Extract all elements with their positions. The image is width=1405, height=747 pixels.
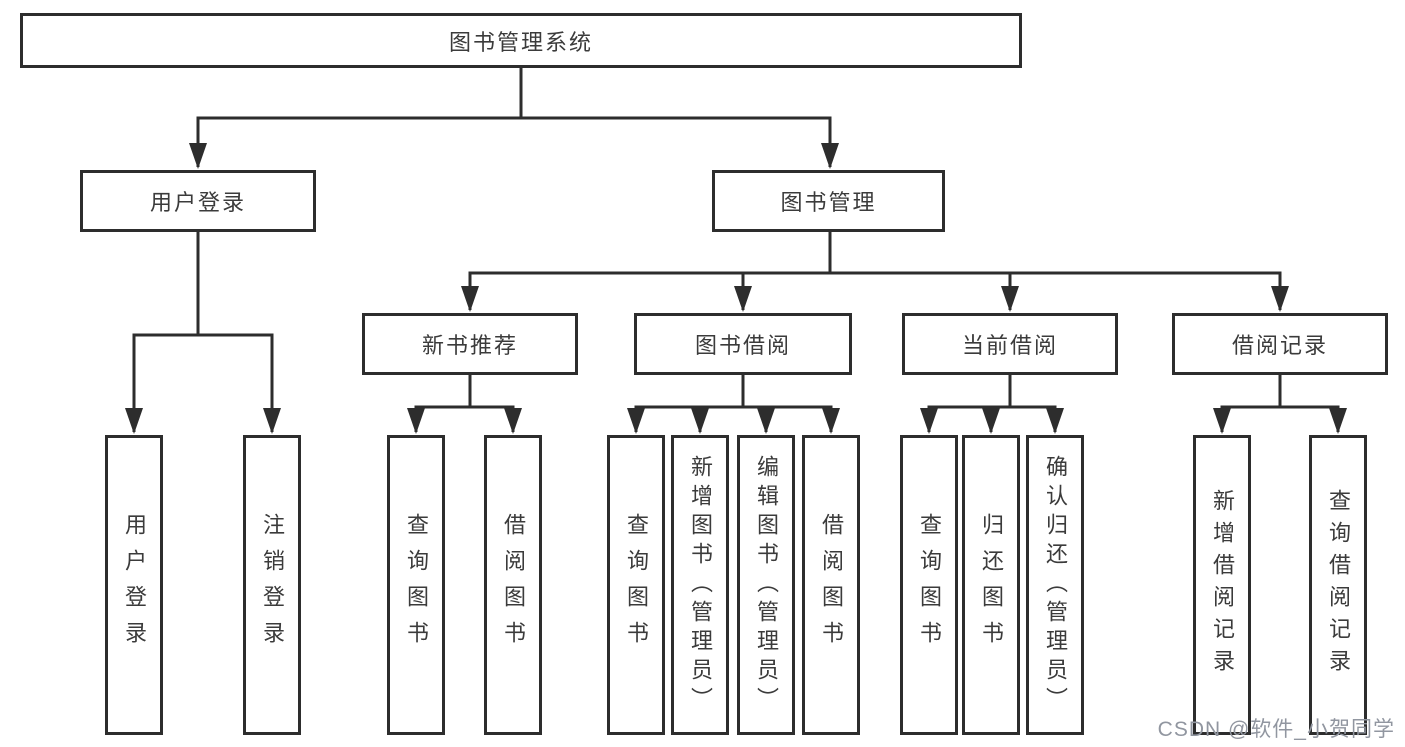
connector-bus — [132, 66, 1340, 409]
leaf-query-books-1: 查询图书 — [387, 435, 445, 735]
node-new-book-recommend: 新书推荐 — [362, 313, 578, 375]
node-book-borrow-label: 图书借阅 — [694, 333, 791, 358]
leaf-add-book-admin-label: 新增图书（管理员） — [688, 454, 713, 716]
watermark: CSDN @软件_小贺同学 — [1157, 718, 1395, 741]
node-user-login: 用户登录 — [80, 170, 316, 232]
leaf-user-login-label: 用户登录 — [122, 513, 147, 657]
leaf-query-books-2: 查询图书 — [607, 435, 665, 735]
node-borrow-records-label: 借阅记录 — [1231, 333, 1328, 358]
leaf-confirm-return-admin-label: 确认归还（管理员） — [1043, 454, 1068, 716]
leaf-borrow-books-1-label: 借阅图书 — [501, 513, 526, 657]
node-new-book-recommend-label: 新书推荐 — [421, 333, 518, 358]
leaf-query-books-3: 查询图书 — [900, 435, 958, 735]
leaf-query-borrow-record: 查询借阅记录 — [1309, 435, 1367, 735]
leaf-query-books-3-label: 查询图书 — [917, 513, 942, 657]
node-book-borrow: 图书借阅 — [634, 313, 852, 375]
leaf-return-book: 归还图书 — [962, 435, 1020, 735]
node-borrow-records: 借阅记录 — [1172, 313, 1388, 375]
leaf-user-login: 用户登录 — [105, 435, 163, 735]
node-book-management: 图书管理 — [712, 170, 945, 232]
leaf-borrow-books-1: 借阅图书 — [484, 435, 542, 735]
leaf-borrow-books-2-label: 借阅图书 — [819, 513, 844, 657]
node-book-management-label: 图书管理 — [780, 190, 877, 215]
leaf-edit-book-admin-label: 编辑图书（管理员） — [754, 454, 779, 716]
node-current-borrow-label: 当前借阅 — [961, 333, 1058, 358]
leaf-query-books-1-label: 查询图书 — [404, 513, 429, 657]
leaf-add-borrow-record-label: 新增借阅记录 — [1210, 489, 1235, 681]
node-root: 图书管理系统 — [20, 13, 1022, 68]
leaf-logout-label: 注销登录 — [260, 513, 285, 657]
leaf-query-borrow-record-label: 查询借阅记录 — [1326, 489, 1351, 681]
leaf-add-borrow-record: 新增借阅记录 — [1193, 435, 1251, 735]
leaf-edit-book-admin: 编辑图书（管理员） — [737, 435, 795, 735]
leaf-logout: 注销登录 — [243, 435, 301, 735]
node-root-label: 图书管理系统 — [448, 29, 593, 55]
leaf-return-book-label: 归还图书 — [979, 513, 1004, 657]
leaf-add-book-admin: 新增图书（管理员） — [671, 435, 729, 735]
leaf-query-books-2-label: 查询图书 — [624, 513, 649, 657]
node-current-borrow: 当前借阅 — [902, 313, 1118, 375]
node-user-login-label: 用户登录 — [149, 190, 246, 215]
leaf-borrow-books-2: 借阅图书 — [802, 435, 860, 735]
leaf-confirm-return-admin: 确认归还（管理员） — [1026, 435, 1084, 735]
